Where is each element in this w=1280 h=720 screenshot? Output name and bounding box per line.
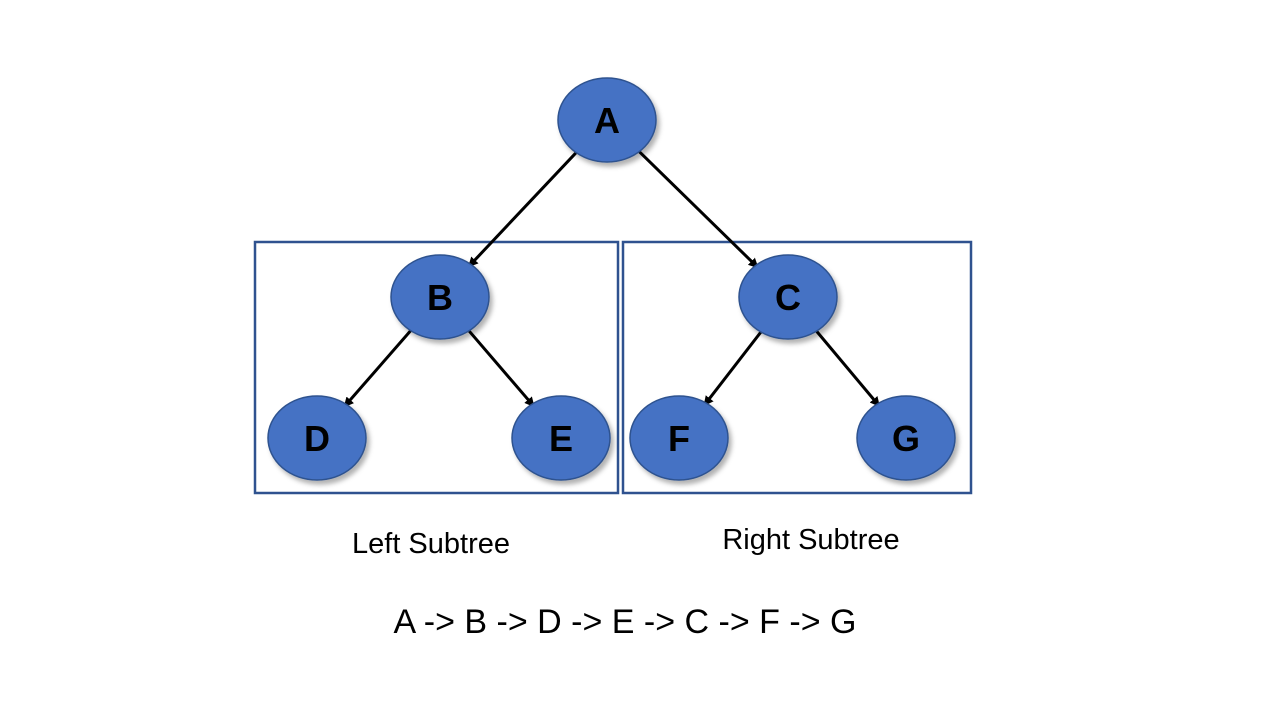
edges-layer (343, 147, 880, 408)
node-label-e: E (549, 418, 573, 459)
node-label-f: F (668, 418, 690, 459)
tree-node-d: D (267, 395, 367, 481)
node-ellipse-a (557, 77, 657, 163)
right-subtree-label: Right Subtree (722, 524, 899, 556)
node-ellipse-d (267, 395, 367, 481)
tree-node-c: C (738, 254, 838, 340)
tree-node-b: B (390, 254, 490, 340)
edge-b-d (343, 326, 415, 408)
node-ellipse-f (629, 395, 729, 481)
node-label-a: A (594, 100, 620, 141)
node-ellipse-g (856, 395, 956, 481)
nodes-layer: A B C D E F G (267, 77, 956, 481)
node-label-d: D (304, 418, 330, 459)
left-subtree-label: Left Subtree (352, 528, 510, 560)
node-ellipse-b (390, 254, 490, 340)
edge-a-c (635, 147, 759, 269)
node-label-b: B (427, 277, 453, 318)
node-ellipse-c (738, 254, 838, 340)
tree-node-f: F (629, 395, 729, 481)
node-label-c: C (775, 277, 801, 318)
edge-c-f (703, 327, 765, 407)
tree-node-g: G (856, 395, 956, 481)
traversal-sequence: A -> B -> D -> E -> C -> F -> G (394, 603, 857, 641)
tree-node-e: E (511, 395, 611, 481)
edge-b-e (465, 326, 535, 408)
edge-a-b (468, 148, 580, 268)
node-ellipse-e (511, 395, 611, 481)
left-subtree-box (253, 240, 620, 495)
node-label-g: G (892, 418, 920, 459)
tree-node-a: A (557, 77, 657, 163)
edge-c-g (812, 327, 880, 407)
right-subtree-box (621, 240, 973, 495)
